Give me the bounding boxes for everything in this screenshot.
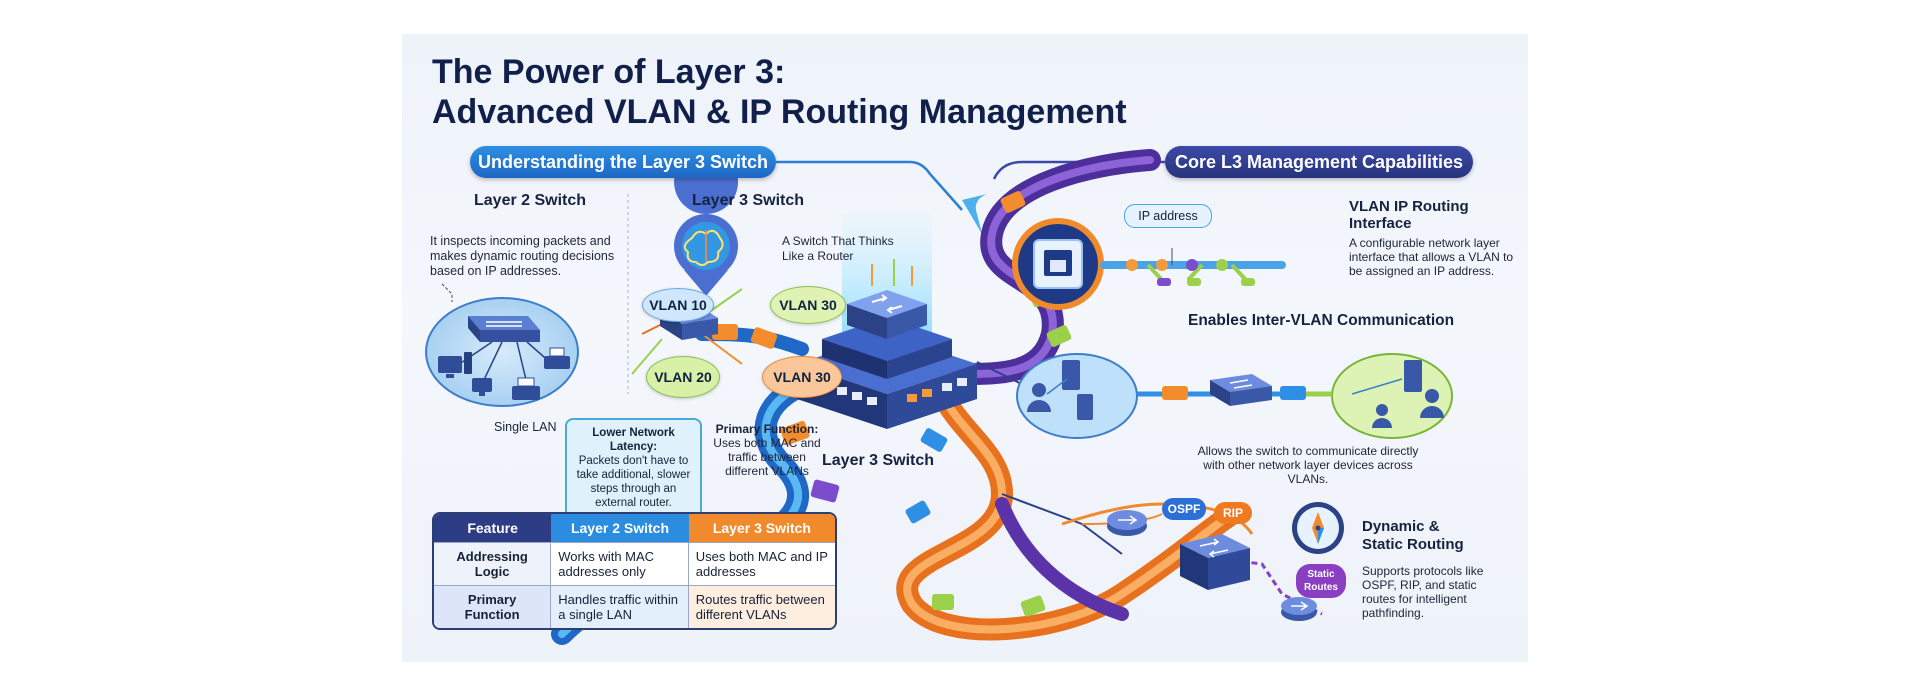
vlan-30-green-bubble: VLAN 30 (770, 286, 846, 324)
vlan-ip-description: A configurable network layer interface t… (1349, 236, 1514, 278)
table-row: Addressing Logic Works with MAC addresse… (434, 542, 835, 585)
packet-icon (1162, 386, 1188, 400)
inter-vlan-title: Enables Inter-VLAN Communication (1188, 312, 1455, 329)
primary-function-callout: Primary Function: Uses both MAC and traf… (708, 422, 826, 478)
infographic-poster: The Power of Layer 3: Advanced VLAN & IP… (402, 34, 1528, 662)
packet-icon (1000, 191, 1026, 213)
table-cell: Handles traffic within a single LAN (551, 585, 689, 628)
packet-icon (905, 500, 931, 524)
table-header-feature: Feature (434, 514, 552, 542)
pipe-orange-highlight (903, 390, 1236, 634)
table-row: Primary Function Handles traffic within … (434, 585, 835, 628)
ospf-badge: OSPF (1162, 498, 1206, 520)
vlan-20-bubble: VLAN 20 (646, 356, 720, 398)
pipe-purple-highlight (958, 156, 1154, 378)
layer2-description: It inspects incoming packets and makes d… (430, 234, 615, 278)
packet-icon (1020, 595, 1046, 617)
rip-badge: RIP (1214, 502, 1252, 524)
vlan-10-bubble: VLAN 10 (642, 288, 714, 322)
server-icon (1062, 360, 1093, 420)
page-title: The Power of Layer 3: Advanced VLAN & IP… (432, 52, 1127, 132)
vlan-ip-title: VLAN IP Routing Interface (1349, 198, 1469, 232)
compass-icon (1292, 502, 1344, 554)
latency-text: Packets don't have to take additional, s… (576, 455, 691, 509)
brain-caption: A Switch That Thinks Like a Router (782, 234, 894, 263)
layer2-heading: Layer 2 Switch (474, 192, 587, 209)
pipe-purple-bottom (995, 497, 1129, 621)
single-lan-ellipse (425, 297, 579, 407)
table-cell: Routes traffic between different VLANs (688, 585, 835, 628)
title-line2: Advanced VLAN & IP Routing Management (432, 93, 1127, 131)
latency-title: Lower Network Latency: (592, 427, 675, 453)
packet-icon (932, 594, 954, 610)
packet-icon (810, 479, 840, 503)
printer-icon (512, 377, 540, 400)
layer3-switch-label: Layer 3 Switch (822, 452, 935, 469)
header-connector-line (776, 160, 963, 211)
table-header-layer3: Layer 3 Switch (688, 514, 835, 542)
router-icon (1107, 510, 1147, 536)
table-cell: Works with MAC addresses only (551, 542, 689, 585)
layer2-switch-icon (468, 316, 540, 342)
packet-icon (750, 327, 778, 349)
static-routes-badge: Static Routes (1296, 564, 1346, 598)
ethernet-port-icon (1012, 218, 1104, 310)
arrow-marker-icon (962, 194, 987, 234)
primary-function-text: Uses both MAC and traffic between differ… (713, 436, 821, 478)
server-icon (1404, 360, 1422, 392)
packet-icon (920, 428, 948, 452)
router-icon (1281, 597, 1317, 621)
packet-icon (780, 420, 810, 446)
title-line1: The Power of Layer 3: (432, 53, 786, 91)
computer-icon (438, 352, 472, 378)
routing-description: Supports protocols like OSPF, RIP, and s… (1362, 564, 1484, 620)
primary-function-title: Primary Function: (715, 422, 819, 436)
packet-icon (712, 324, 738, 340)
table-cell: Uses both MAC and IP addresses (688, 542, 835, 585)
comparison-table: Feature Layer 2 Switch Layer 3 Switch Ad… (432, 512, 837, 630)
packet-icon (1046, 325, 1072, 347)
computer-icon (472, 378, 492, 396)
printer-icon (544, 347, 570, 369)
table-cell: Primary Function (434, 585, 552, 628)
routing-switch-icon (1180, 534, 1250, 590)
vlan-30-orange-bubble: VLAN 30 (762, 356, 842, 398)
users-icon (1372, 389, 1444, 428)
table-cell: Addressing Logic (434, 542, 552, 585)
header-connector-line (992, 160, 1165, 180)
ip-interface-bus (1100, 248, 1286, 286)
inter-vlan-description: Allows the switch to communicate directl… (1197, 444, 1419, 486)
right-section-header: Core L3 Management Capabilities (1165, 146, 1473, 178)
ip-address-tag: IP address (1124, 204, 1212, 228)
inter-vlan-switch-icon (1210, 374, 1272, 406)
routing-title: Dynamic & Static Routing (1362, 518, 1464, 553)
left-section-header: Understanding the Layer 3 Switch (470, 146, 776, 178)
table-header-layer2: Layer 2 Switch (551, 514, 689, 542)
callout-line (441, 283, 453, 302)
single-lan-label: Single LAN (494, 420, 557, 434)
user-icon (1027, 383, 1051, 412)
layer3-heading: Layer 3 Switch (692, 192, 805, 209)
latency-callout: Lower Network Latency: Packets don't hav… (565, 418, 702, 528)
packet-icon (1280, 386, 1306, 400)
